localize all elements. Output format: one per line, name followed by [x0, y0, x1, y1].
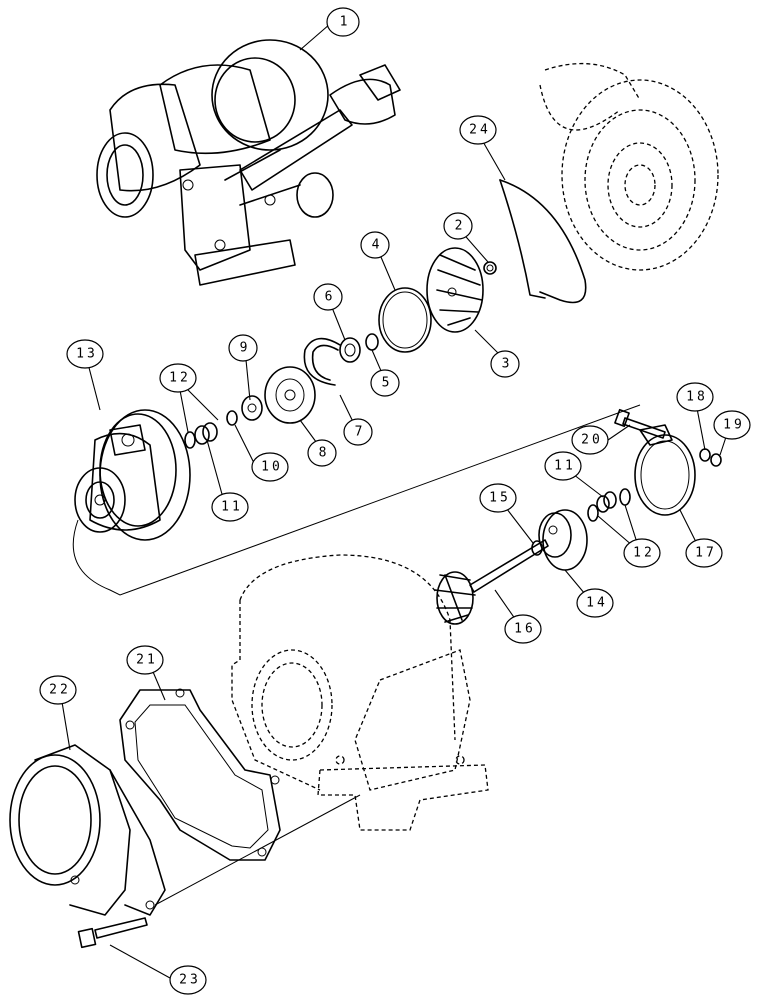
- callout-5: 5: [370, 369, 400, 397]
- snap-ring-large: [499, 179, 587, 304]
- thrust-plate-part-8: [264, 366, 316, 424]
- callout-12-right: 12: [623, 538, 661, 568]
- snap-ring-part-12-left: [184, 431, 196, 449]
- callout-label: 22: [49, 683, 71, 698]
- callout-21: 21: [126, 645, 164, 675]
- ring-part-10: [226, 410, 238, 426]
- callout-9: 9: [228, 334, 258, 362]
- callout-label: 24: [469, 123, 491, 138]
- callout-11-right: 11: [544, 451, 582, 481]
- callout-17: 17: [685, 538, 723, 568]
- callout-label: 3: [502, 357, 513, 372]
- callout-24: 24: [459, 115, 497, 145]
- callout-label: 7: [355, 425, 366, 440]
- compressor-wheel: [426, 247, 484, 333]
- callout-7: 7: [343, 418, 373, 446]
- turbocharger-assembly: [96, 39, 401, 286]
- callout-10: 10: [251, 452, 289, 482]
- callout-label: 11: [221, 500, 243, 515]
- washer-part-18: [699, 448, 711, 462]
- callout-label: 2: [455, 219, 466, 234]
- callout-label: 1: [340, 15, 351, 30]
- bearing-part-11-right: [596, 491, 617, 513]
- callout-label: 18: [686, 390, 708, 405]
- callout-20: 20: [571, 425, 609, 455]
- callout-3: 3: [490, 350, 520, 378]
- callout-label: 12: [633, 546, 655, 561]
- callout-22: 22: [39, 675, 77, 705]
- callout-label: 17: [695, 546, 717, 561]
- callout-label: 13: [76, 347, 98, 362]
- callout-2: 2: [443, 212, 473, 240]
- callout-14: 14: [576, 588, 614, 618]
- o-ring-part-4: [378, 287, 432, 353]
- callout-15: 15: [479, 483, 517, 513]
- bearing-housing: [74, 409, 191, 541]
- exhaust-outlet-flange: [9, 744, 166, 916]
- callout-13: 13: [66, 339, 104, 369]
- callout-11-left: 11: [211, 492, 249, 522]
- heat-shield: [538, 509, 588, 571]
- callout-6: 6: [313, 283, 343, 311]
- callout-23: 23: [169, 965, 207, 995]
- turbine-wheel-shaft: [434, 539, 549, 625]
- callout-label: 14: [586, 596, 608, 611]
- callout-label: 4: [372, 238, 383, 253]
- callout-label: 8: [319, 446, 330, 461]
- callout-label: 11: [554, 459, 576, 474]
- callout-12-left: 12: [159, 363, 197, 393]
- seal-ring-part-5: [365, 333, 379, 351]
- bearing-part-11-left: [194, 422, 218, 445]
- callout-label: 6: [325, 290, 336, 305]
- insert-part-6: [339, 337, 361, 363]
- v-band-clamp: [634, 424, 696, 516]
- assembly-alignment-line: [72, 404, 641, 596]
- callout-label: 21: [136, 653, 158, 668]
- compressor-housing-outline: [539, 62, 719, 271]
- callout-4: 4: [360, 231, 390, 259]
- callout-label: 9: [240, 341, 251, 356]
- turbine-housing-outline: [231, 554, 489, 831]
- exhaust-gasket: [119, 688, 281, 861]
- bolt-part-23: [77, 917, 148, 949]
- callout-8: 8: [307, 439, 337, 467]
- bolt-part-20: [614, 408, 666, 439]
- callout-label: 20: [581, 433, 603, 448]
- nut-part-19: [710, 453, 722, 467]
- callout-label: 19: [723, 418, 745, 433]
- callout-1: 1: [326, 7, 360, 37]
- callout-label: 10: [261, 460, 283, 475]
- callout-18: 18: [676, 382, 714, 412]
- callout-label: 15: [489, 491, 511, 506]
- thrust-bearing-part-9: [241, 395, 263, 421]
- callout-label: 5: [382, 376, 393, 391]
- callout-label: 12: [169, 371, 191, 386]
- callout-label: 23: [179, 973, 201, 988]
- callout-19: 19: [713, 410, 751, 440]
- callout-label: 16: [514, 622, 536, 637]
- gasket-alignment-line: [154, 794, 361, 906]
- nut-part-2: [483, 261, 497, 275]
- callout-16: 16: [504, 614, 542, 644]
- snap-ring-part-7: [303, 337, 341, 386]
